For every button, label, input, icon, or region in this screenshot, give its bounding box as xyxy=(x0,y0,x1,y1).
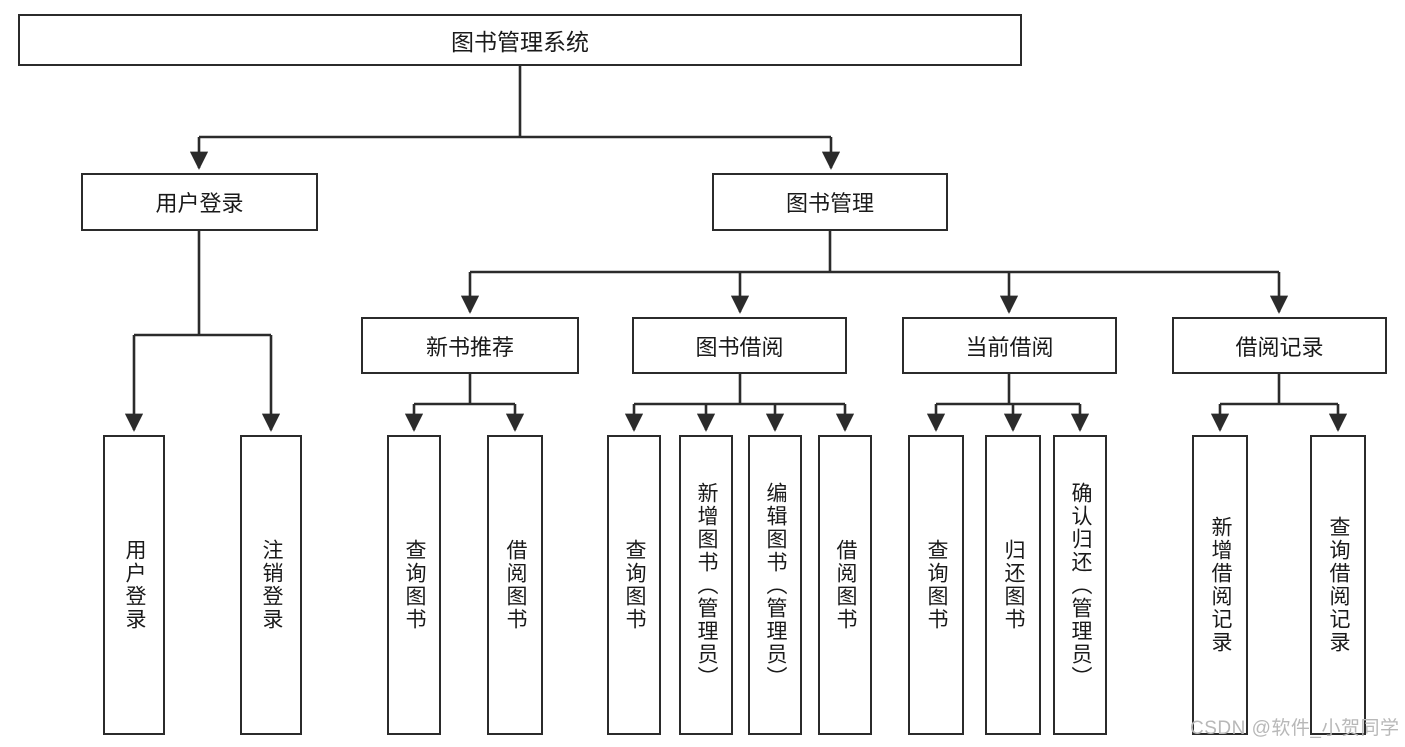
node-leaf-add-book-admin[interactable]: 新增图书（管理员） xyxy=(679,435,733,735)
node-leaf-query-book-cur-label: 查询图书 xyxy=(925,539,949,631)
node-sub-new-book-rec-label: 新书推荐 xyxy=(425,334,514,360)
watermark: CSDN @软件_小贺同学 xyxy=(1190,718,1400,739)
node-leaf-add-borrow-record-label: 新增借阅记录 xyxy=(1209,516,1233,654)
node-leaf-query-borrow-record-label: 查询借阅记录 xyxy=(1327,516,1351,654)
node-leaf-query-book-rec-label: 查询图书 xyxy=(403,539,427,631)
node-sub-borrow-record[interactable]: 借阅记录 xyxy=(1172,317,1387,374)
node-leaf-borrow-book-bor-label: 借阅图书 xyxy=(834,539,858,631)
node-leaf-add-borrow-record[interactable]: 新增借阅记录 xyxy=(1192,435,1248,735)
node-leaf-user-logout-label: 注销登录 xyxy=(260,539,284,631)
node-branch-book-manage[interactable]: 图书管理 xyxy=(712,173,948,231)
node-leaf-query-book-bor[interactable]: 查询图书 xyxy=(607,435,661,735)
node-leaf-query-book-rec[interactable]: 查询图书 xyxy=(387,435,441,735)
node-sub-current-borrow-label: 当前借阅 xyxy=(965,334,1054,360)
node-sub-borrow-record-label: 借阅记录 xyxy=(1235,334,1324,360)
node-leaf-borrow-book-rec-label: 借阅图书 xyxy=(504,539,528,631)
node-root[interactable]: 图书管理系统 xyxy=(18,14,1022,66)
node-leaf-user-logout[interactable]: 注销登录 xyxy=(240,435,302,735)
node-branch-user-login-label: 用户登录 xyxy=(155,191,244,216)
node-leaf-user-login[interactable]: 用户登录 xyxy=(103,435,165,735)
node-leaf-query-book-cur[interactable]: 查询图书 xyxy=(908,435,964,735)
node-branch-book-manage-label: 图书管理 xyxy=(785,191,874,216)
node-leaf-edit-book-admin-label: 编辑图书（管理员） xyxy=(764,481,788,689)
node-root-label: 图书管理系统 xyxy=(451,29,589,55)
node-leaf-borrow-book-bor[interactable]: 借阅图书 xyxy=(818,435,872,735)
node-leaf-query-book-bor-label: 查询图书 xyxy=(623,539,647,631)
node-leaf-confirm-return[interactable]: 确认归还（管理员） xyxy=(1053,435,1107,735)
node-sub-book-borrow[interactable]: 图书借阅 xyxy=(632,317,847,374)
node-leaf-return-book[interactable]: 归还图书 xyxy=(985,435,1041,735)
node-leaf-query-borrow-record[interactable]: 查询借阅记录 xyxy=(1310,435,1366,735)
node-leaf-add-book-admin-label: 新增图书（管理员） xyxy=(695,481,719,689)
node-branch-user-login[interactable]: 用户登录 xyxy=(81,173,318,231)
node-sub-book-borrow-label: 图书借阅 xyxy=(695,334,784,360)
node-leaf-edit-book-admin[interactable]: 编辑图书（管理员） xyxy=(748,435,802,735)
node-sub-current-borrow[interactable]: 当前借阅 xyxy=(902,317,1117,374)
node-leaf-borrow-book-rec[interactable]: 借阅图书 xyxy=(487,435,543,735)
node-sub-new-book-rec[interactable]: 新书推荐 xyxy=(361,317,579,374)
node-leaf-confirm-return-label: 确认归还（管理员） xyxy=(1069,481,1093,689)
node-leaf-return-book-label: 归还图书 xyxy=(1002,539,1026,631)
node-leaf-user-login-label: 用户登录 xyxy=(123,539,147,631)
